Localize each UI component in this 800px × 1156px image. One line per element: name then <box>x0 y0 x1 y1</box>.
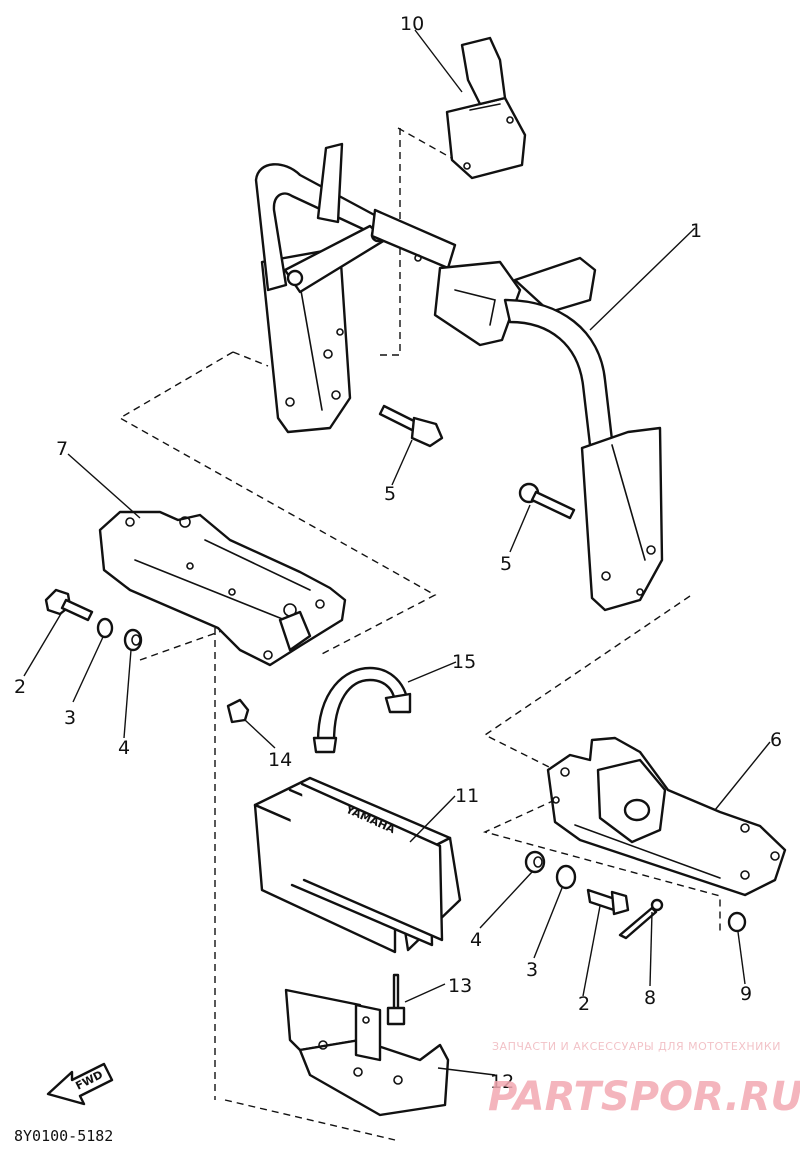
watermark-tagline: ЗАПЧАСТИ И АКСЕССУАРЫ ДЛЯ МОТОТЕХНИКИ <box>492 1040 781 1053</box>
part-11-battery: YAMAHA <box>253 776 462 954</box>
callout-7: 7 <box>56 438 68 460</box>
callout-14: 14 <box>268 749 292 771</box>
callout-5-left: 5 <box>384 483 396 505</box>
callout-3-right: 3 <box>526 959 538 981</box>
diagram-code: 8Y0100-5182 <box>14 1127 113 1145</box>
callout-1: 1 <box>690 220 702 242</box>
part-10-bracket <box>445 36 527 180</box>
callout-4-right: 4 <box>470 929 482 951</box>
part-4-collar-right <box>524 850 546 874</box>
part-4-collar-left <box>123 628 143 652</box>
assembly-guides <box>118 127 721 1141</box>
part-7-left-support <box>98 510 347 667</box>
fwd-arrow: FWD <box>46 1062 114 1106</box>
part-3-washer-right <box>555 864 577 890</box>
part-5-bolt-right <box>518 482 576 520</box>
callout-13: 13 <box>448 975 472 997</box>
part-9-washer <box>727 911 747 933</box>
watermark: ЗАПЧАСТИ И АКСЕССУАРЫ ДЛЯ МОТОТЕХНИКИ PA… <box>488 1040 800 1120</box>
part-1-frame <box>254 142 664 612</box>
callout-3-left: 3 <box>64 707 76 729</box>
callout-15: 15 <box>452 651 476 673</box>
callout-10: 10 <box>400 13 424 35</box>
part-12-tray <box>284 988 450 1117</box>
part-13-pin <box>386 973 406 1026</box>
callout-2-right: 2 <box>578 993 590 1015</box>
watermark-logo: PARTSPOR.RU <box>488 1074 800 1120</box>
leader-lines <box>23 29 771 1076</box>
callout-4-left: 4 <box>118 737 130 759</box>
part-3-washer-left <box>96 617 114 639</box>
callout-12: 12 <box>490 1071 514 1093</box>
part-8-pin <box>618 898 664 940</box>
part-14-grommet <box>226 698 250 724</box>
callout-2-left: 2 <box>14 676 26 698</box>
callout-labels: 1 2 3 4 5 5 6 7 2 3 4 8 9 10 11 12 13 14… <box>14 13 782 1093</box>
callout-5-right: 5 <box>500 553 512 575</box>
callout-6: 6 <box>770 729 782 751</box>
callout-8: 8 <box>644 987 656 1009</box>
callout-9: 9 <box>740 983 752 1005</box>
part-5-bolt-left <box>378 404 444 448</box>
callout-11: 11 <box>455 785 479 807</box>
part-2-bolt-left <box>44 588 94 622</box>
part-15-strap <box>312 666 412 754</box>
part-2-bolt-right <box>586 888 630 916</box>
part-6-right-support <box>546 736 787 897</box>
